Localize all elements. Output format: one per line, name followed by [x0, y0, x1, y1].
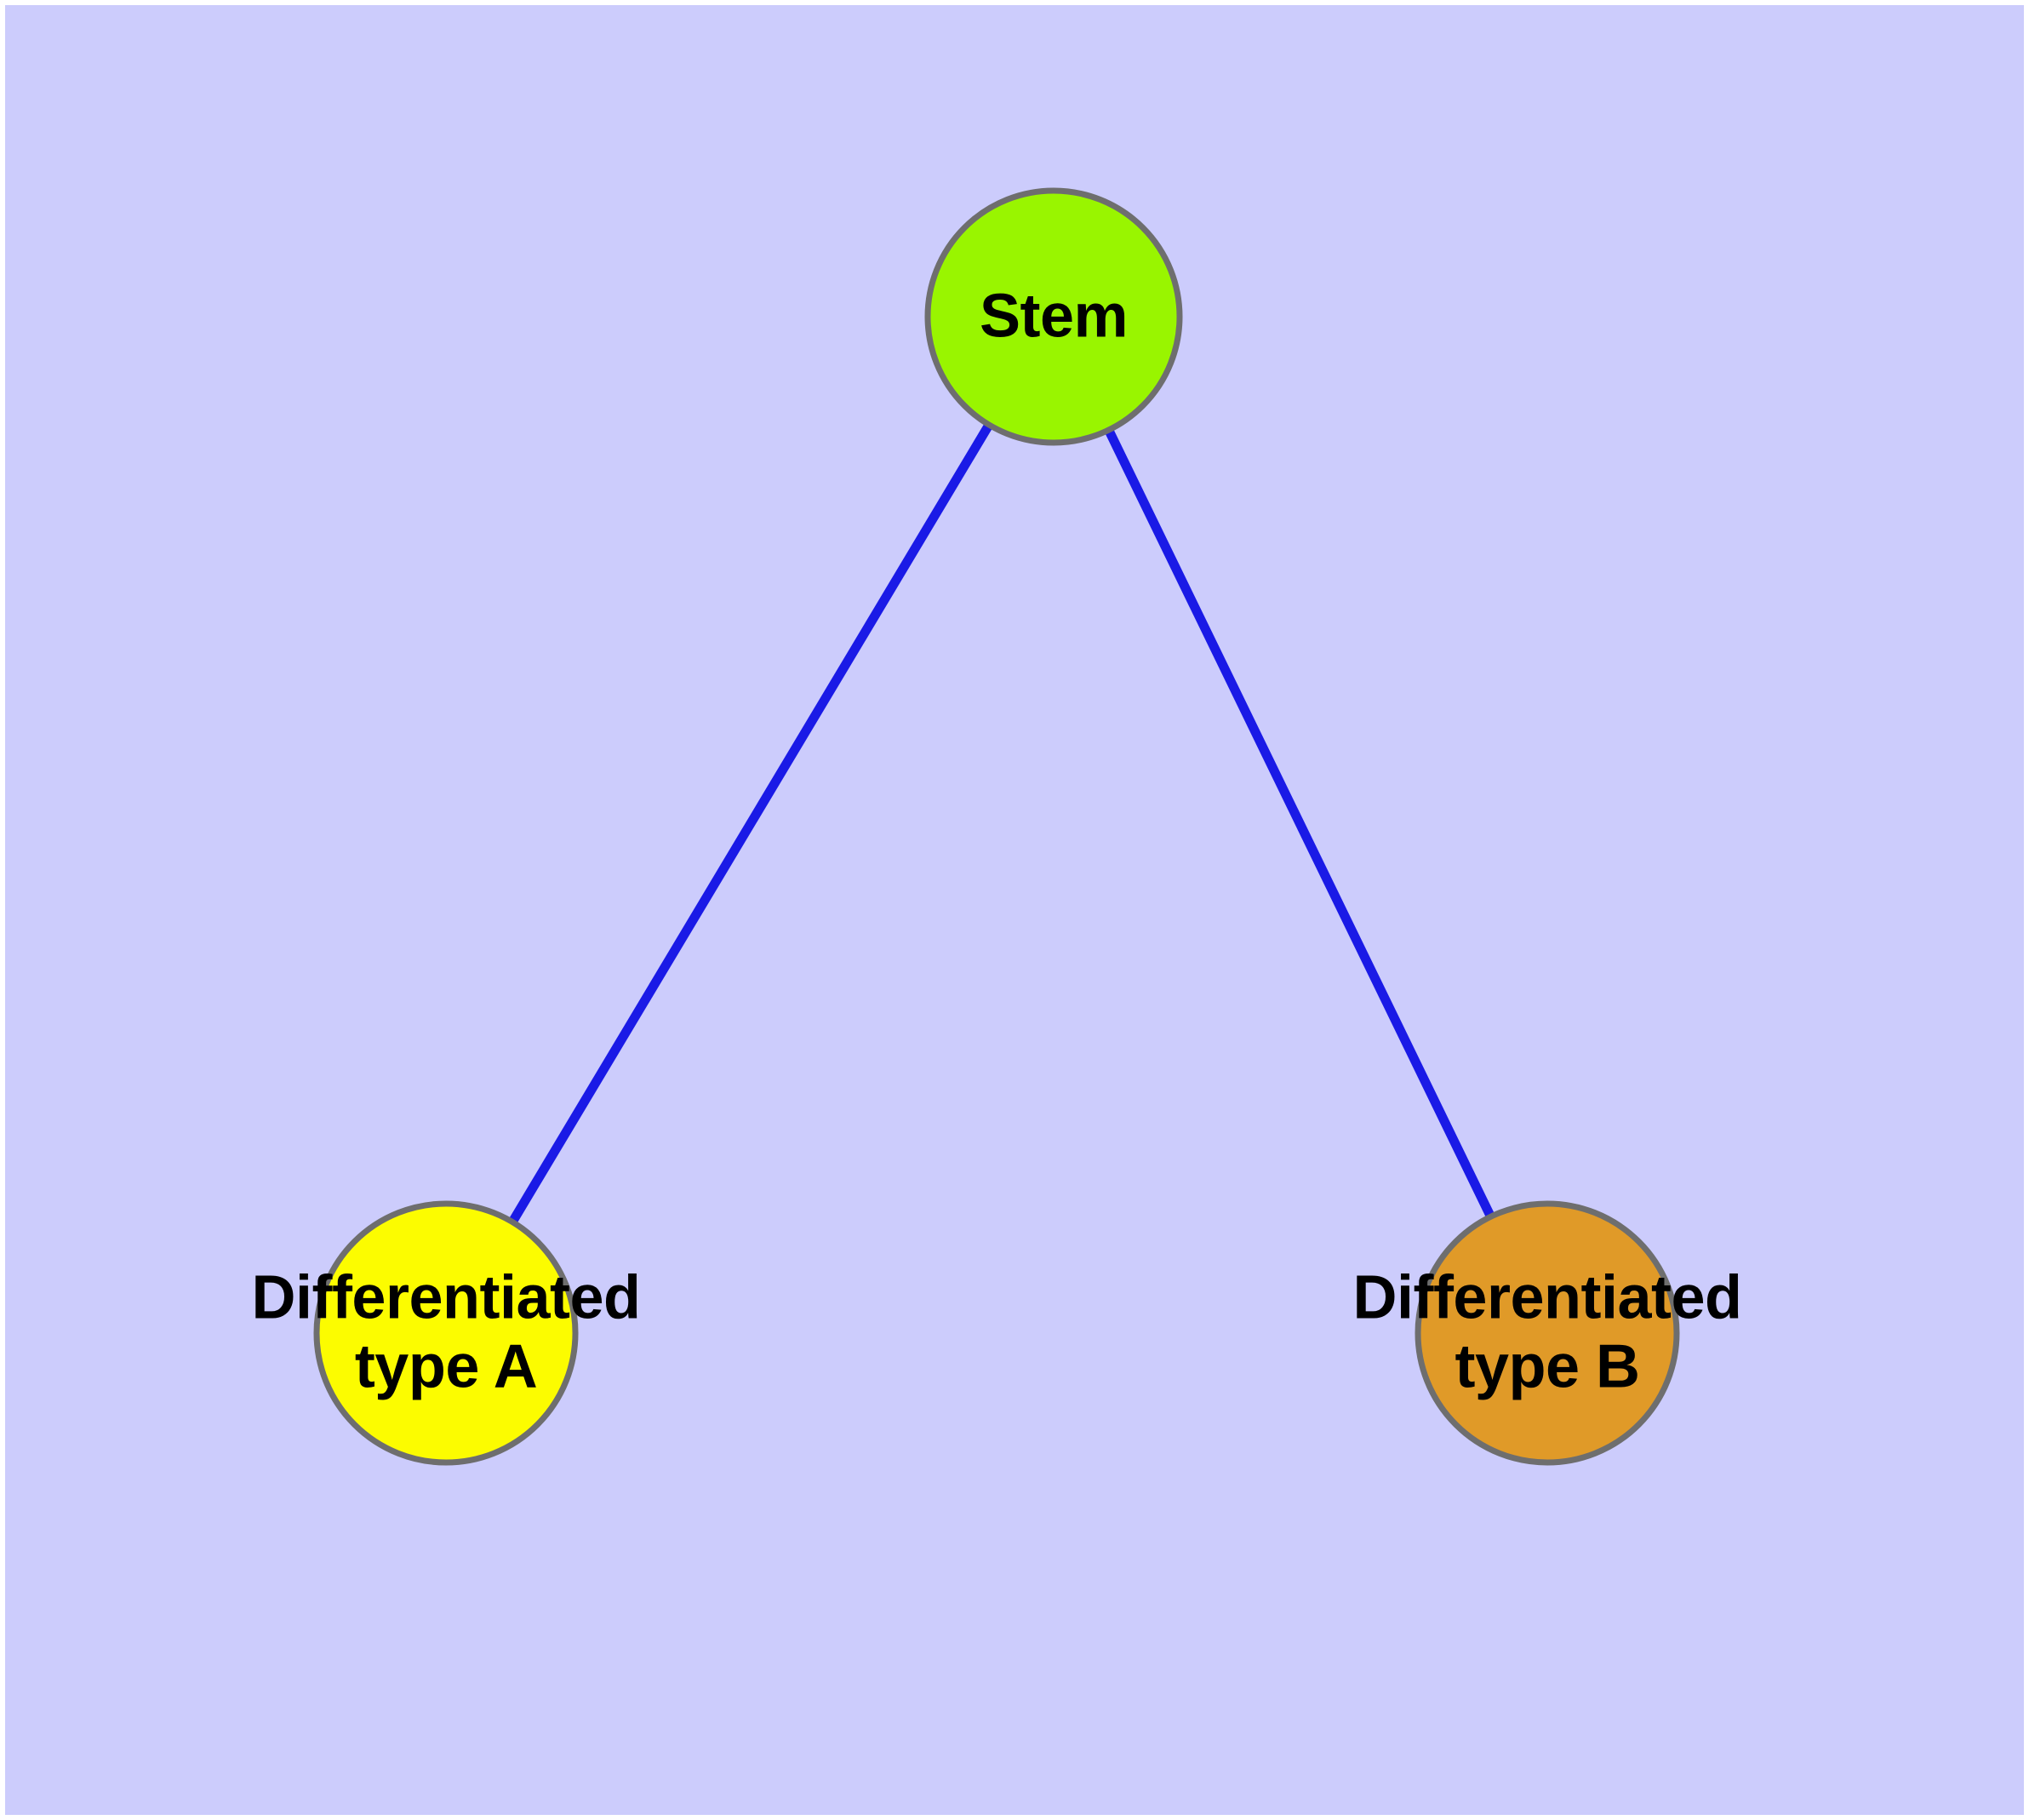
- node-differentiated-type-a[interactable]: [313, 1200, 579, 1466]
- node-differentiated-type-b[interactable]: [1415, 1200, 1680, 1466]
- node-layer: [313, 187, 1680, 1466]
- edge-stem-to-differentiated-type-b[interactable]: [1103, 426, 1496, 1221]
- edge-stem-to-differentiated-type-a[interactable]: [507, 421, 994, 1227]
- node-stem[interactable]: [924, 187, 1183, 446]
- edge-layer: [507, 421, 1496, 1227]
